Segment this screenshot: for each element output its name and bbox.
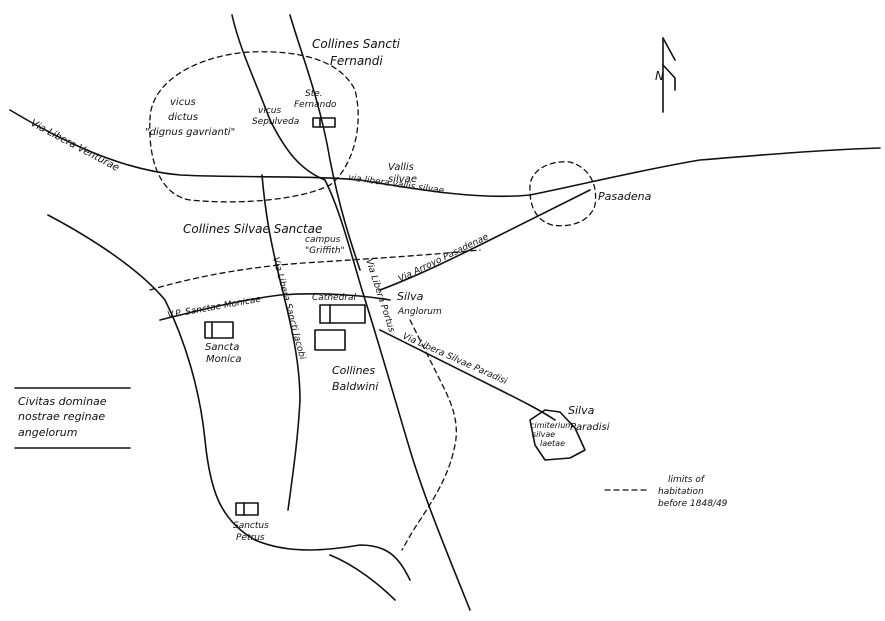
label-cimiterium: cimiterium bbox=[530, 421, 573, 430]
habitation-limit-line-2 bbox=[401, 319, 457, 551]
label-via-libera-sancti-jacobi: Via Libera Sancti Jacobi bbox=[270, 256, 307, 361]
label-ste-fernando-2: Fernando bbox=[294, 100, 337, 110]
via-libera-santae-monicae-road bbox=[159, 293, 391, 321]
legend-title-line-2: nostrae reginae bbox=[18, 410, 105, 423]
via-libera-sancti-jacobi-road bbox=[261, 174, 301, 511]
label-via-arroyo-pasadenae: Via Arroyo Pasadenae bbox=[397, 232, 491, 285]
label-collines-silvae-sanctae: Collines Silvae Sanctae bbox=[183, 222, 322, 236]
coastline-lower bbox=[329, 554, 396, 601]
label-vicus-sepulvedae: vicus bbox=[258, 106, 281, 116]
ste-fernando-church-icon bbox=[312, 117, 336, 128]
label-cimiterium-2: silvae bbox=[532, 430, 555, 439]
via-libera-silvae-paradisi-road bbox=[379, 329, 556, 421]
label-via-santae-monicae: V.P. Sanctae Monicae bbox=[167, 295, 262, 321]
label-sancta-monica: Sancta bbox=[205, 342, 239, 353]
label-sancta-monica-2: Monica bbox=[206, 354, 242, 365]
fernandi-boundary bbox=[149, 51, 359, 203]
label-vicus-dictus: vicus bbox=[170, 97, 196, 108]
label-campus-griffith-2: "Griffith" bbox=[305, 246, 345, 256]
label-vicus-dictus-2: dictus bbox=[168, 112, 198, 123]
via-arroyo-pasadenae-road bbox=[379, 189, 591, 291]
label-sanctus-petrus: Sanctus bbox=[233, 521, 269, 531]
pasadena-boundary bbox=[529, 161, 597, 227]
label-pasadena: Pasadena bbox=[598, 190, 652, 203]
north-arrow-icon bbox=[662, 37, 676, 113]
legend-limits-line-1: limits of bbox=[668, 475, 706, 485]
label-collines-sancti-fernandi: Collines Sancti bbox=[312, 37, 401, 51]
label-silva-paradisi: Silva bbox=[568, 404, 595, 417]
label-vicus-dictus-3: "dignus gavrianti" bbox=[145, 127, 235, 138]
label-vallis-silvae-2: silvae bbox=[388, 174, 417, 185]
label-cimiterium-3: laetae bbox=[540, 439, 565, 448]
silva-paradisi-boundary bbox=[529, 409, 586, 461]
label-north: N bbox=[655, 69, 664, 83]
via-libera-venturae-road bbox=[9, 109, 881, 198]
legend-limits-line-3: before 1848/49 bbox=[658, 499, 728, 509]
cathedral-icon bbox=[314, 304, 366, 351]
label-via-libera-silvae-paradisi: Via Libera Silvae Paradisi bbox=[401, 332, 509, 387]
coastline bbox=[47, 214, 411, 581]
label-vicus-sepulvedae-2: Sepulveda bbox=[252, 117, 299, 127]
label-via-libera-portus: Via Libera Portus bbox=[363, 258, 396, 334]
legend-title-line-1: Civitas dominae bbox=[18, 395, 107, 408]
legend-title-line-3: angelorum bbox=[18, 426, 77, 439]
label-via-libera-venturae: Via Libera Venturae bbox=[29, 118, 121, 174]
habitation-limit-line bbox=[149, 249, 481, 291]
road-fernando bbox=[289, 14, 361, 271]
label-campus-griffith: campus bbox=[305, 235, 341, 245]
main-road-north-south bbox=[231, 14, 471, 611]
label-sanctus-petrus-2: Petrus bbox=[236, 533, 265, 543]
label-silva-paradisi-2: Paradisi bbox=[570, 422, 610, 433]
label-silva-anglorum: Silva bbox=[397, 290, 424, 303]
label-collines-baldwini: Collines bbox=[332, 364, 375, 377]
sanctus-petrus-church-icon bbox=[235, 502, 259, 516]
sancta-monica-church-icon bbox=[204, 321, 234, 339]
legend-limits-line-2: habitation bbox=[658, 487, 704, 497]
label-ste-fernando: Ste. bbox=[305, 89, 323, 99]
label-silva-anglorum-2: Anglorum bbox=[397, 307, 442, 317]
label-vallis-silvae: Vallis bbox=[388, 162, 414, 173]
label-collines-sancti-fernandi-2: Fernandi bbox=[330, 54, 383, 68]
label-collines-baldwini-2: Baldwini bbox=[332, 380, 378, 393]
label-cathedral: Cathedral bbox=[312, 293, 356, 303]
